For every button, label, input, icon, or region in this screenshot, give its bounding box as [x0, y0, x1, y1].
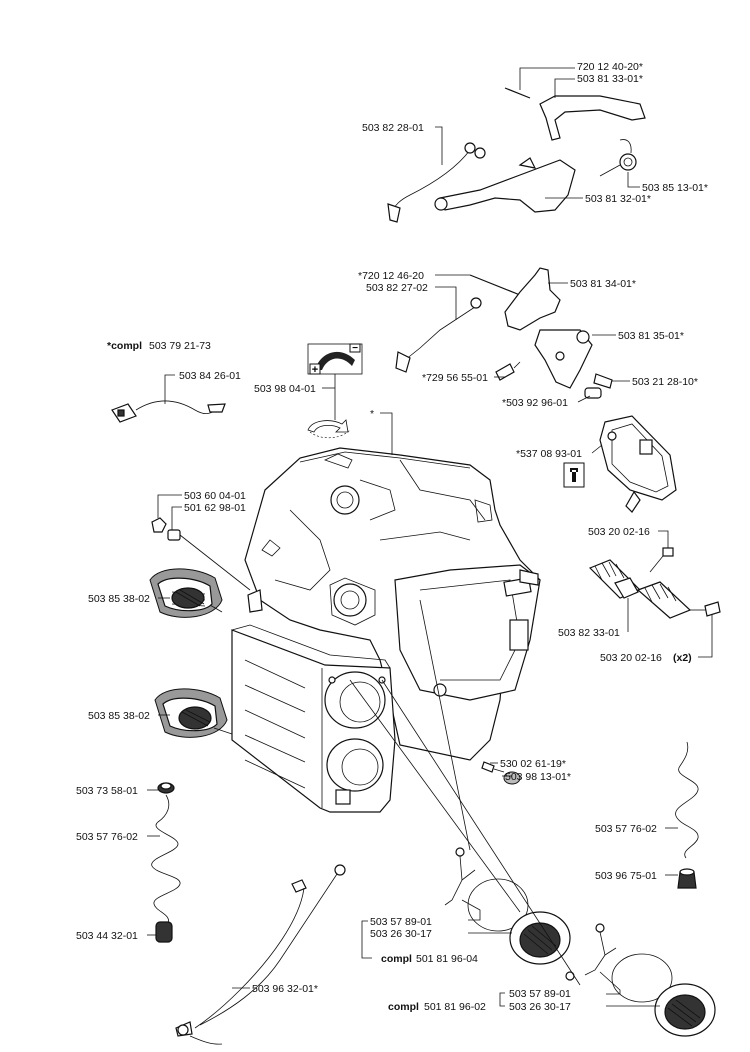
label-503-21-28-10: 503 21 28-10*: [632, 376, 698, 388]
label-503-96-75-01: 503 96 75-01: [595, 870, 657, 882]
label-503-20-02-16-b: 503 20 02-16: [600, 652, 662, 664]
choke-decal: + −: [307, 343, 363, 439]
label-503-98-13-01: 503 98 13-01*: [505, 771, 571, 783]
label-503-57-89-01-a: 503 57 89-01: [370, 916, 432, 928]
label-503-84-26-01: 503 84 26-01: [179, 370, 241, 382]
label-503-81-32-01: 503 81 32-01*: [585, 193, 651, 205]
label-503-60-04-01: 503 60 04-01: [184, 490, 246, 502]
label-503-44-32-01: 503 44 32-01: [76, 930, 138, 942]
label-503-57-76-02-a: 503 57 76-02: [76, 831, 138, 843]
label-compl-prefix-2: compl: [381, 953, 412, 965]
label-729-56-55-01: *729 56 55-01: [422, 372, 488, 384]
label-530-02-61-19: 530 02 61-19*: [500, 758, 566, 770]
label-503-81-34-01: 503 81 34-01*: [570, 278, 636, 290]
label-720-12-40-20: 720 12 40-20*: [577, 61, 643, 73]
leader-lines: [147, 67, 713, 1007]
label-503-79-21-73: 503 79 21-73: [149, 340, 211, 352]
cap-group-upper: [444, 847, 571, 965]
label-housing-star: *: [370, 408, 374, 420]
svg-text:−: −: [352, 343, 358, 354]
label-503-82-28-01: 503 82 28-01: [362, 122, 424, 134]
center-screw-button: [481, 761, 521, 785]
label-x2: (x2): [673, 652, 692, 664]
label-503-85-13-01: 503 85 13-01*: [642, 182, 708, 194]
label-503-82-27-02: 503 82 27-02: [366, 282, 428, 294]
label-503-26-30-17-b: 503 26 30-17: [509, 1001, 571, 1013]
choke-control-group: [395, 267, 613, 399]
right-fuel-hose: [675, 741, 699, 889]
throttle-trigger-group: [387, 87, 646, 223]
label-503-98-04-01: 503 98 04-01: [254, 383, 316, 395]
label-503-57-76-02-b: 503 57 76-02: [595, 823, 657, 835]
handle-bolt-assembly: [588, 547, 721, 619]
filter-cover: [563, 415, 677, 513]
label-503-57-89-01-b: 503 57 89-01: [509, 988, 571, 1000]
label-503-85-38-02-b: 503 85 38-02: [88, 710, 150, 722]
label-503-85-38-02-a: 503 85 38-02: [88, 593, 150, 605]
left-fuel-hose: [151, 782, 181, 943]
label-537-08-93-01: *537 08 93-01: [516, 448, 582, 460]
crankcase-housing: [231, 447, 541, 813]
part-labels: 720 12 40-20* 503 81 33-01* 503 82 28-01…: [76, 61, 708, 1013]
short-circuit-cable: [111, 400, 226, 423]
label-503-73-58-01: 503 73 58-01: [76, 785, 138, 797]
label-501-81-96-04: 501 81 96-04: [416, 953, 478, 965]
label-501-62-98-01: 501 62 98-01: [184, 502, 246, 514]
label-compl-prefix-3: compl: [388, 1001, 419, 1013]
label-503-96-32-01: 503 96 32-01*: [252, 983, 318, 995]
label-720-12-46-20: *720 12 46-20: [358, 270, 424, 282]
label-503-81-35-01: 503 81 35-01*: [618, 330, 684, 342]
label-501-81-96-02: 501 81 96-02: [424, 1001, 486, 1013]
label-503-20-02-16-a: 503 20 02-16: [588, 526, 650, 538]
svg-text:+: +: [312, 364, 318, 376]
label-503-81-33-01: 503 81 33-01*: [577, 73, 643, 85]
label-503-26-30-17-a: 503 26 30-17: [370, 928, 432, 940]
ignition-cable: [175, 864, 346, 1045]
label-503-92-96-01: *503 92 96-01: [502, 397, 568, 409]
label-503-82-33-01: 503 82 33-01: [558, 627, 620, 639]
cap-group-lower: [565, 923, 716, 1037]
label-compl-prefix-1: *compl: [107, 340, 142, 352]
left-small-parts: [149, 517, 233, 738]
